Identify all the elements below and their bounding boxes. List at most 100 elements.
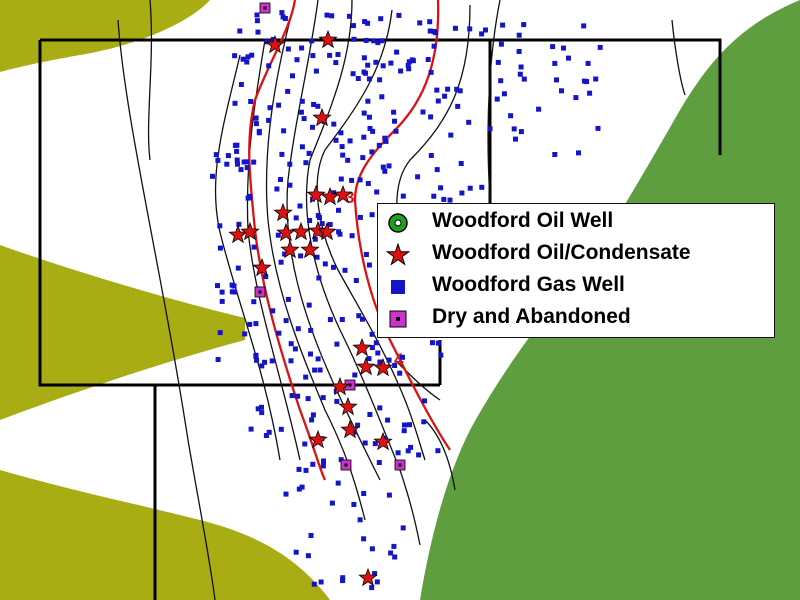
oil-condensate-star — [373, 357, 393, 377]
gas-well-marker — [275, 232, 281, 238]
gas-well-marker — [244, 165, 250, 171]
gas-well-marker — [587, 90, 593, 96]
gas-well-marker — [351, 429, 357, 435]
gas-well-marker — [245, 54, 251, 60]
gas-well-marker — [366, 114, 372, 120]
gas-well-marker — [246, 193, 252, 199]
gas-well-marker — [347, 138, 353, 144]
gas-well-marker — [351, 23, 356, 29]
gas-well-marker — [232, 142, 238, 148]
gas-well-marker — [448, 132, 454, 138]
gas-well-marker — [554, 77, 559, 83]
gas-well-marker — [380, 63, 386, 69]
gas-well-marker — [310, 461, 316, 467]
gas-well-marker — [312, 367, 318, 373]
gas-well-marker — [369, 546, 375, 552]
legend-label-oil-well: Woodford Oil Well — [432, 209, 614, 232]
gas-well-marker — [335, 52, 341, 57]
gas-well-marker — [360, 155, 366, 161]
gas-well-marker — [269, 358, 275, 364]
gas-well-marker — [396, 12, 402, 18]
gas-well-marker — [355, 422, 361, 428]
gas-well-marker — [406, 59, 412, 65]
gas-well-marker — [274, 186, 280, 192]
gas-well-marker — [331, 121, 337, 127]
gas-well-marker — [391, 109, 397, 115]
gas-well-marker — [372, 571, 378, 577]
legend-item-oil-condensate: Woodford Oil/Condensate — [378, 240, 774, 270]
gas-well-marker — [416, 452, 422, 458]
dry-hole-marker — [394, 459, 406, 471]
gas-well-marker — [302, 441, 308, 447]
gas-well-marker — [293, 215, 299, 221]
gas-well-marker — [386, 492, 392, 498]
gas-well-marker — [236, 221, 242, 227]
gas-well-marker — [382, 168, 388, 174]
gas-well-marker — [278, 177, 283, 182]
gas-well-marker — [247, 321, 253, 327]
gas-well-marker — [314, 254, 320, 260]
gas-well-marker — [374, 579, 380, 585]
gas-well-marker — [327, 52, 333, 58]
oil-condensate-star — [308, 429, 328, 449]
gas-well-marker — [297, 203, 303, 209]
gas-well-marker — [372, 441, 378, 447]
gas-well-marker — [303, 160, 309, 166]
gas-well-marker — [367, 412, 373, 417]
gas-well-marker — [351, 502, 357, 507]
gas-well-marker — [400, 193, 406, 199]
gas-well-marker — [310, 412, 316, 418]
gas-well-marker — [276, 102, 282, 108]
gas-well-marker — [356, 313, 362, 319]
gas-well-marker — [266, 117, 272, 123]
gas-well-marker — [365, 62, 371, 68]
gas-well-marker — [513, 136, 518, 142]
gas-well-marker — [301, 116, 307, 122]
oil-condensate-star — [330, 376, 350, 396]
legend-label-dry-abandoned: Dry and Abandoned — [432, 305, 631, 328]
gas-well-marker — [388, 550, 394, 556]
gas-well-marker — [266, 429, 272, 435]
gas-well-marker — [362, 440, 368, 446]
gas-well-marker — [307, 218, 313, 223]
gas-well-marker — [550, 44, 556, 50]
gas-well-marker — [217, 245, 223, 251]
gas-well-marker — [350, 71, 356, 77]
gas-well-marker — [407, 422, 412, 428]
gas-well-marker — [366, 356, 372, 362]
olive-area-top-left — [0, 0, 210, 72]
gas-well-marker — [298, 253, 304, 259]
gas-well-marker — [309, 38, 315, 44]
gas-well-marker — [238, 82, 244, 87]
legend-item-oil-well: Woodford Oil Well — [378, 208, 774, 238]
gas-well-marker — [382, 135, 388, 141]
dry-hole-icon — [389, 310, 407, 328]
gas-well-marker — [308, 533, 314, 538]
gas-well-marker — [296, 486, 302, 492]
gas-well-marker — [279, 151, 285, 157]
gas-well-marker — [251, 299, 257, 305]
gas-well-marker — [234, 157, 240, 163]
gas-well-marker — [431, 43, 437, 49]
gas-well-marker — [215, 357, 221, 362]
oil-condensate-star — [273, 202, 293, 222]
gas-well-marker — [378, 16, 384, 22]
gas-well-marker — [345, 157, 351, 163]
gas-well-marker — [395, 450, 401, 456]
gas-well-marker — [374, 189, 380, 195]
gas-well-marker — [303, 374, 309, 380]
gas-well-marker — [285, 88, 291, 94]
gas-well-marker — [285, 46, 291, 52]
gas-well-marker — [379, 94, 385, 100]
gas-well-marker — [427, 28, 433, 34]
gas-well-marker — [349, 233, 355, 239]
square-icon — [391, 280, 405, 294]
gas-well-marker — [357, 517, 363, 523]
gas-well-marker — [259, 404, 264, 410]
gas-well-marker — [244, 159, 250, 165]
gas-well-marker — [576, 150, 581, 156]
gas-well-marker — [306, 150, 312, 156]
gas-well-marker — [240, 56, 246, 62]
gas-well-marker — [361, 55, 367, 61]
gas-well-marker — [495, 59, 501, 65]
